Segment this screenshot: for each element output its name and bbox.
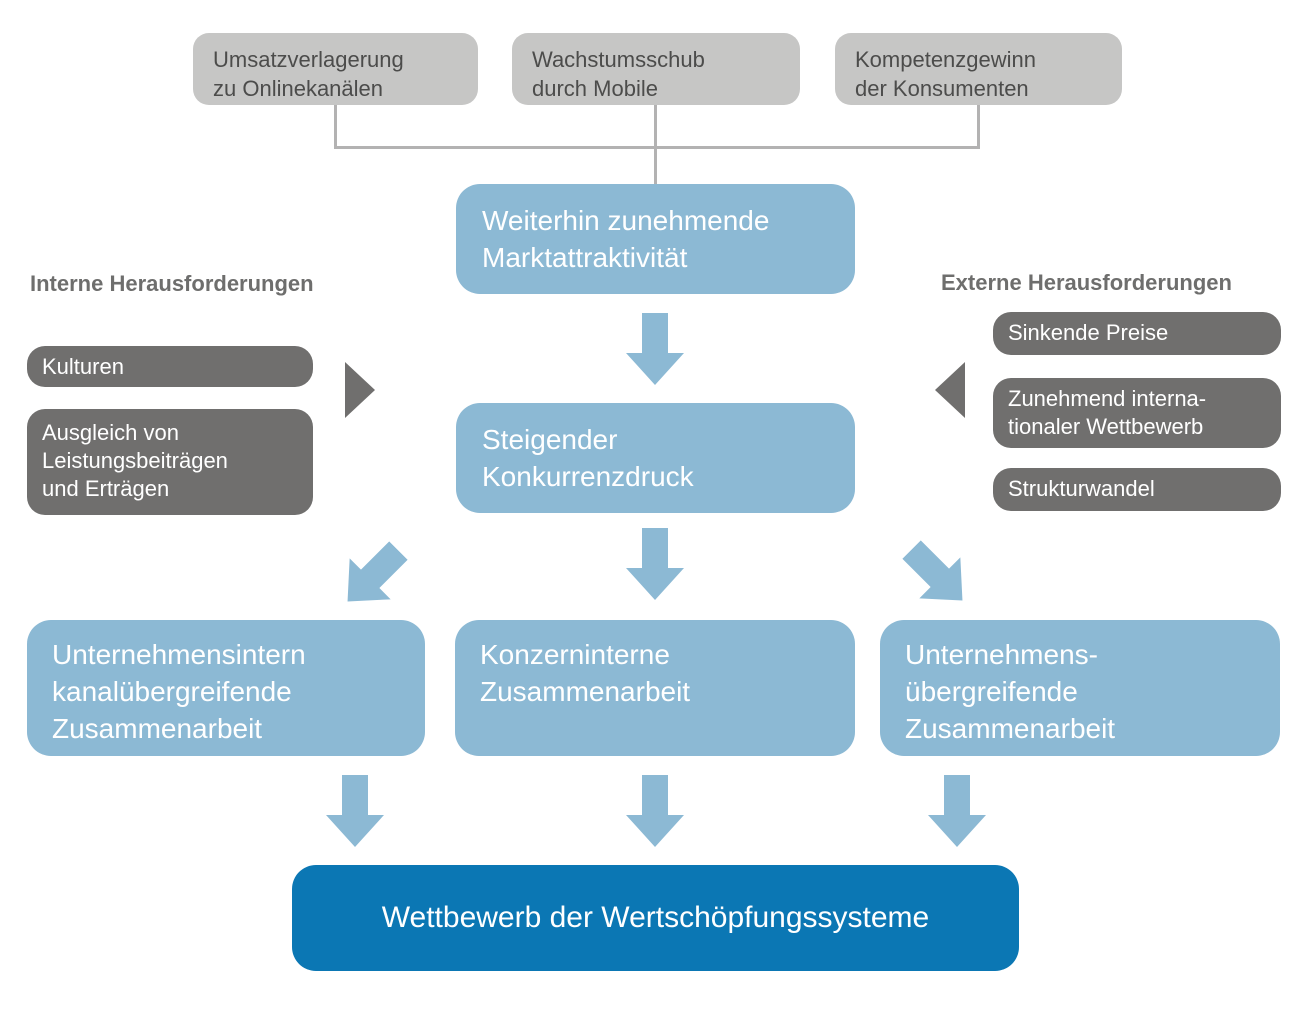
arrow-down-icon xyxy=(326,775,384,847)
internal-challenge-box: Kulturen xyxy=(27,346,313,387)
arrow-down-icon xyxy=(626,528,684,600)
external-challenges-title: Externe Herausforderungen xyxy=(941,270,1232,295)
collaboration-box-internal-cross-channel: Unternehmensintern kanalübergreifende Zu… xyxy=(27,620,425,756)
connector-line xyxy=(654,105,657,184)
arrow-down-left-icon xyxy=(327,530,419,622)
internal-challenges-title: Interne Herausforderungen xyxy=(30,271,314,296)
driver-box-mobile-growth: Wachstumsschub durch Mobile xyxy=(512,33,800,105)
driver-box-consumer-competence: Kompetenzgewinn der Konsumenten xyxy=(835,33,1122,105)
internal-challenge-box: Ausgleich von Leistungsbeiträgen und Ert… xyxy=(27,409,313,515)
outcome-box: Wettbewerb der Wertschöpfungssysteme xyxy=(292,865,1019,971)
triangle-left-icon xyxy=(935,362,965,418)
connector-line xyxy=(334,105,337,149)
competition-pressure-box: Steigender Konkurrenzdruck xyxy=(456,403,855,513)
market-attractiveness-box: Weiterhin zunehmende Marktattraktivität xyxy=(456,184,855,294)
arrow-down-right-icon xyxy=(891,529,983,621)
arrow-down-icon xyxy=(626,313,684,385)
connector-line xyxy=(334,146,980,149)
arrow-down-icon xyxy=(626,775,684,847)
external-challenge-box: Zunehmend interna- tionaler Wettbewerb xyxy=(993,378,1281,448)
triangle-right-icon xyxy=(345,362,375,418)
driver-box-online-channels: Umsatzverlagerung zu Onlinekanälen xyxy=(193,33,478,105)
external-challenge-box: Sinkende Preise xyxy=(993,312,1281,355)
arrow-down-icon xyxy=(928,775,986,847)
external-challenge-box: Strukturwandel xyxy=(993,468,1281,511)
collaboration-box-cross-company: Unternehmens- übergreifende Zusammenarbe… xyxy=(880,620,1280,756)
connector-line xyxy=(977,105,980,149)
collaboration-box-group-internal: Konzerninterne Zusammenarbeit xyxy=(455,620,855,756)
